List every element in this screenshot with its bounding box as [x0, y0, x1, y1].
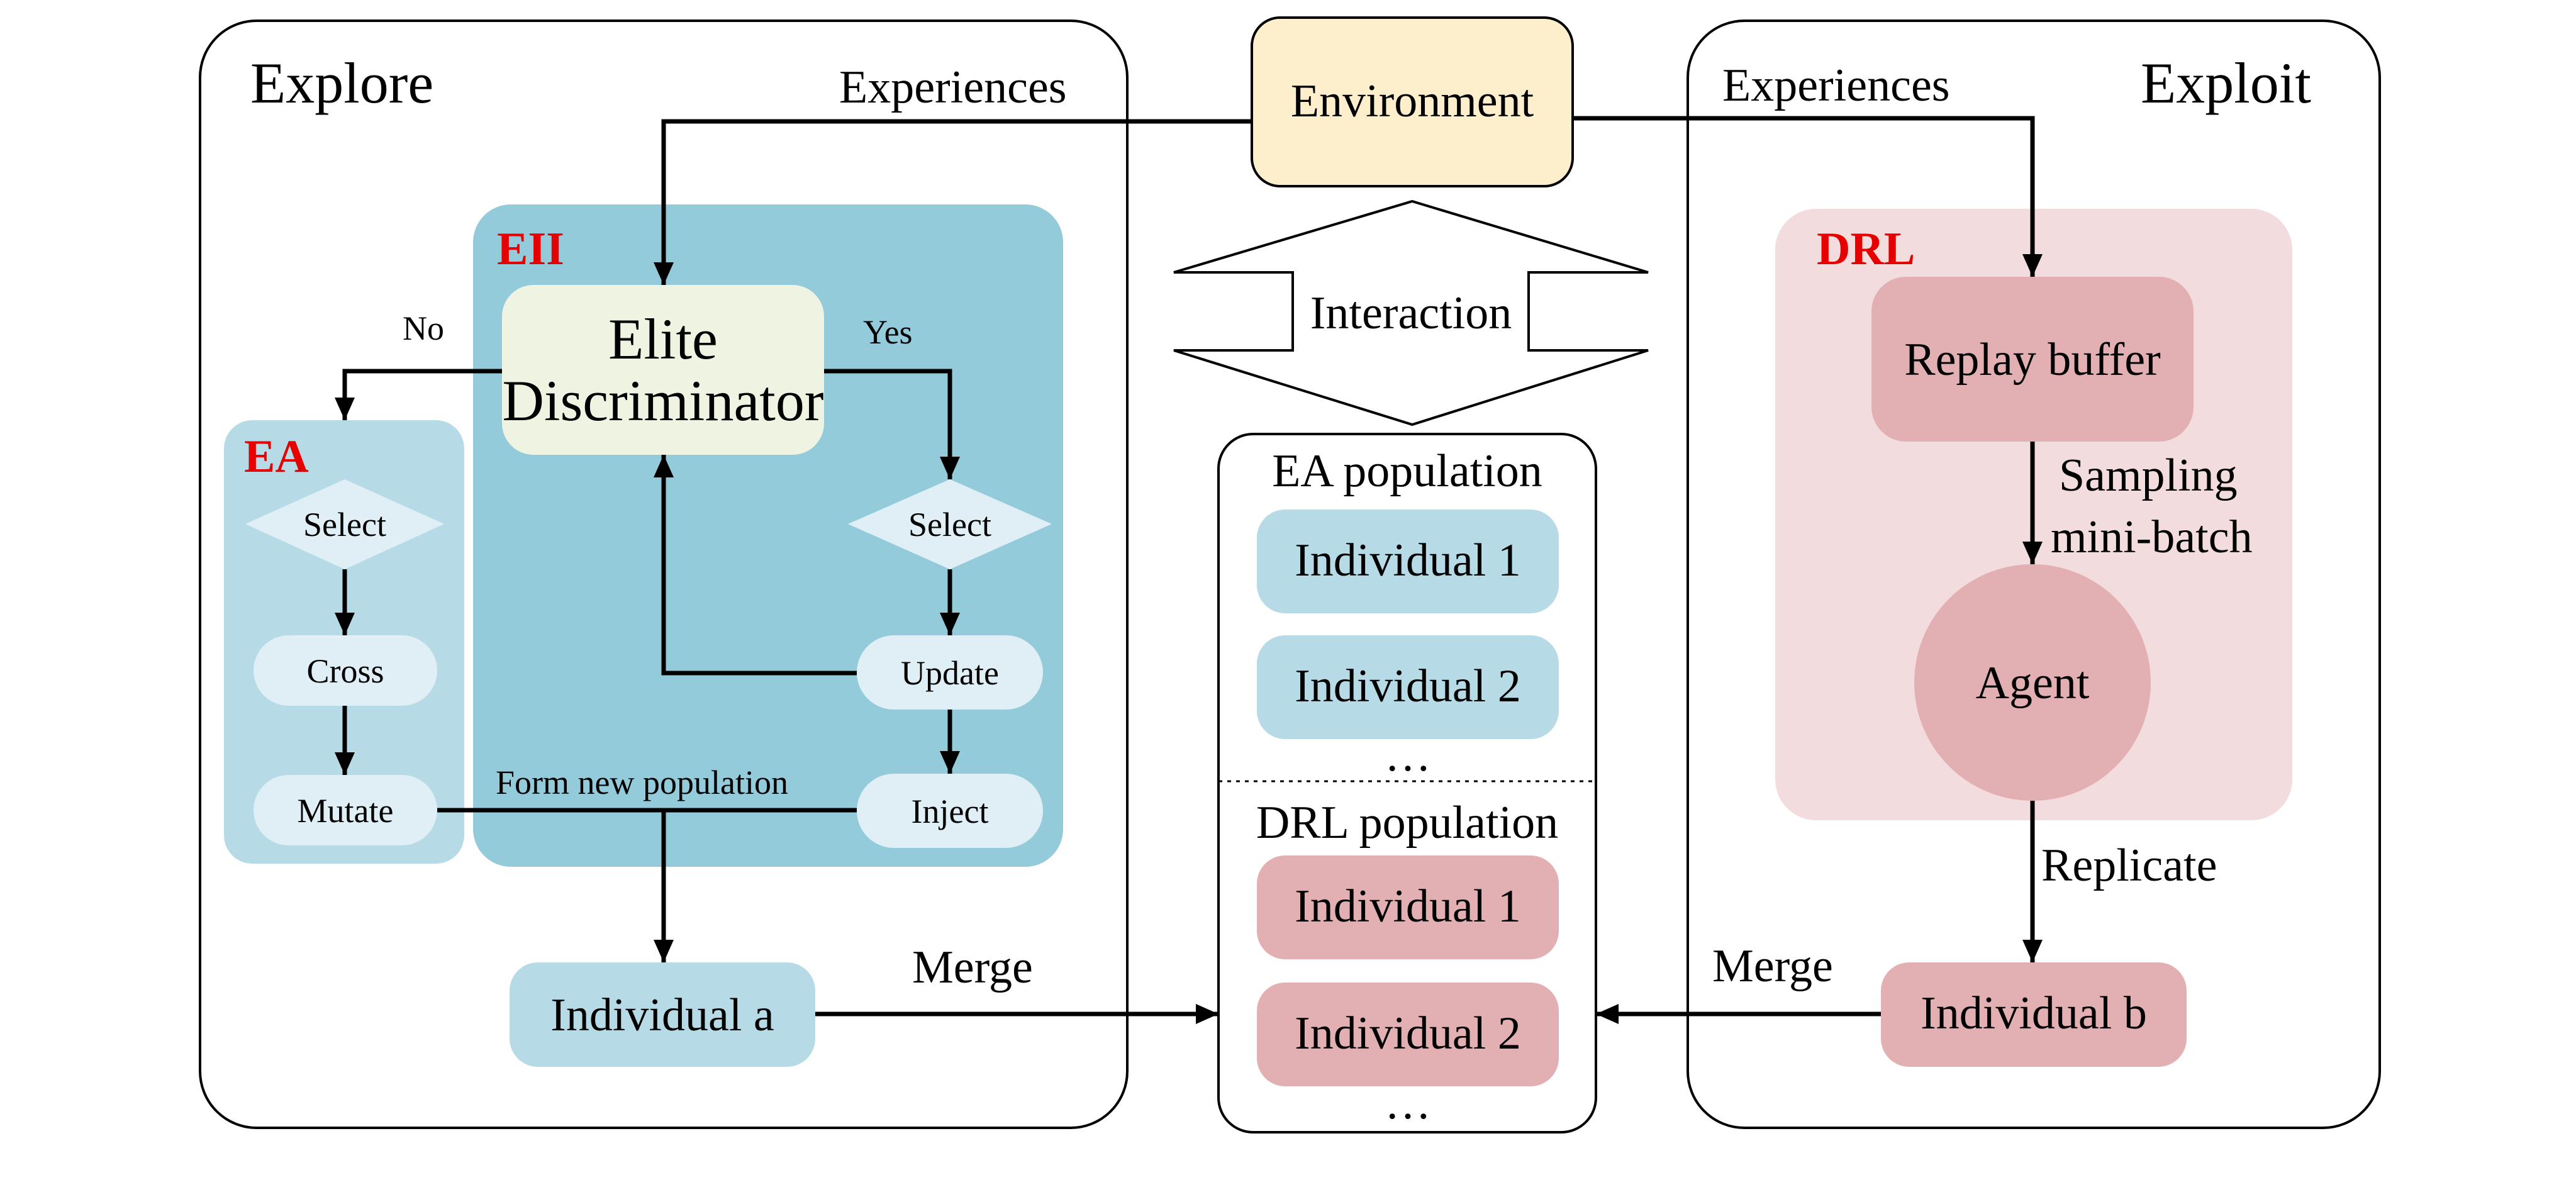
replay-buffer-label: Replay buffer — [1904, 334, 2161, 386]
connectors — [335, 116, 2043, 1024]
individual-b-node — [1881, 962, 2187, 1067]
exploit-merge-label: Merge — [1712, 940, 1833, 992]
mutate-node — [254, 775, 437, 845]
ea-individual-1-label: Individual 1 — [1295, 535, 1521, 586]
drl-individual-1-label: Individual 1 — [1295, 881, 1521, 932]
elite-discriminator-node — [502, 285, 824, 455]
eii-select-label: Select — [908, 506, 991, 543]
cross-label: Cross — [306, 652, 384, 690]
explore-experiences-label: Experiences — [839, 62, 1067, 113]
drl-individual-2-label: Individual 2 — [1295, 1008, 1521, 1059]
environment-node — [1251, 16, 1574, 187]
sampling-label-line2: mini-batch — [2051, 511, 2253, 563]
no-label: No — [403, 309, 444, 347]
replicate-label: Replicate — [2041, 840, 2217, 891]
explore-title: Explore — [250, 51, 433, 115]
ea-individual-2-node — [1257, 635, 1559, 739]
individual-b-label: Individual b — [1921, 988, 2147, 1039]
drl-individual-1-node — [1257, 855, 1559, 959]
ea-population-ellipsis: … — [1385, 730, 1431, 781]
mutate-label: Mutate — [298, 792, 394, 830]
elite-to-select-yes-arrow — [824, 369, 960, 479]
sampling-label-line1: Sampling — [2059, 450, 2238, 501]
ea-select-decision — [245, 479, 444, 569]
individual-a-node — [510, 962, 815, 1067]
environment-label: Environment — [1291, 75, 1534, 127]
elite-line2: Discriminator — [503, 369, 824, 433]
inject-label: Inject — [912, 793, 989, 830]
ea-individual-1-node — [1257, 510, 1559, 613]
yes-label: Yes — [863, 313, 913, 351]
interaction-double-arrow — [1173, 199, 1649, 426]
ea-population-title: EA population — [1272, 445, 1542, 497]
drl-tag: DRL — [1817, 223, 1915, 275]
replay-buffer-node — [1871, 277, 2194, 442]
exploit-experiences-label: Experiences — [1722, 60, 1950, 111]
eii-select-decision — [848, 479, 1052, 569]
drl-individual-2-node — [1257, 983, 1559, 1086]
individual-a-label: Individual a — [550, 989, 774, 1041]
interaction-label: Interaction — [1310, 287, 1512, 339]
drl-population-title: DRL population — [1256, 797, 1558, 849]
ea-individual-2-label: Individual 2 — [1295, 660, 1521, 712]
eii-tag: EII — [497, 223, 564, 275]
update-label: Update — [901, 654, 999, 692]
inject-node — [857, 774, 1043, 848]
agent-node — [1914, 564, 2151, 801]
elite-line1: Elite — [608, 307, 718, 371]
drl-population-ellipsis: … — [1385, 1078, 1431, 1129]
cross-node — [254, 635, 437, 706]
explore-merge-label: Merge — [912, 942, 1033, 993]
agent-label: Agent — [1976, 657, 2090, 709]
ea-select-label: Select — [303, 506, 386, 543]
exploit-title: Exploit — [2141, 51, 2311, 115]
ea-tag: EA — [244, 431, 309, 482]
update-to-elite-arrow — [654, 455, 857, 676]
env-to-elite-arrow — [654, 119, 1252, 285]
form-new-population-label: Form new population — [496, 764, 788, 801]
env-to-replay-arrow — [1573, 116, 2043, 277]
elite-to-ea-no-arrow — [335, 369, 502, 420]
update-node — [857, 635, 1043, 710]
